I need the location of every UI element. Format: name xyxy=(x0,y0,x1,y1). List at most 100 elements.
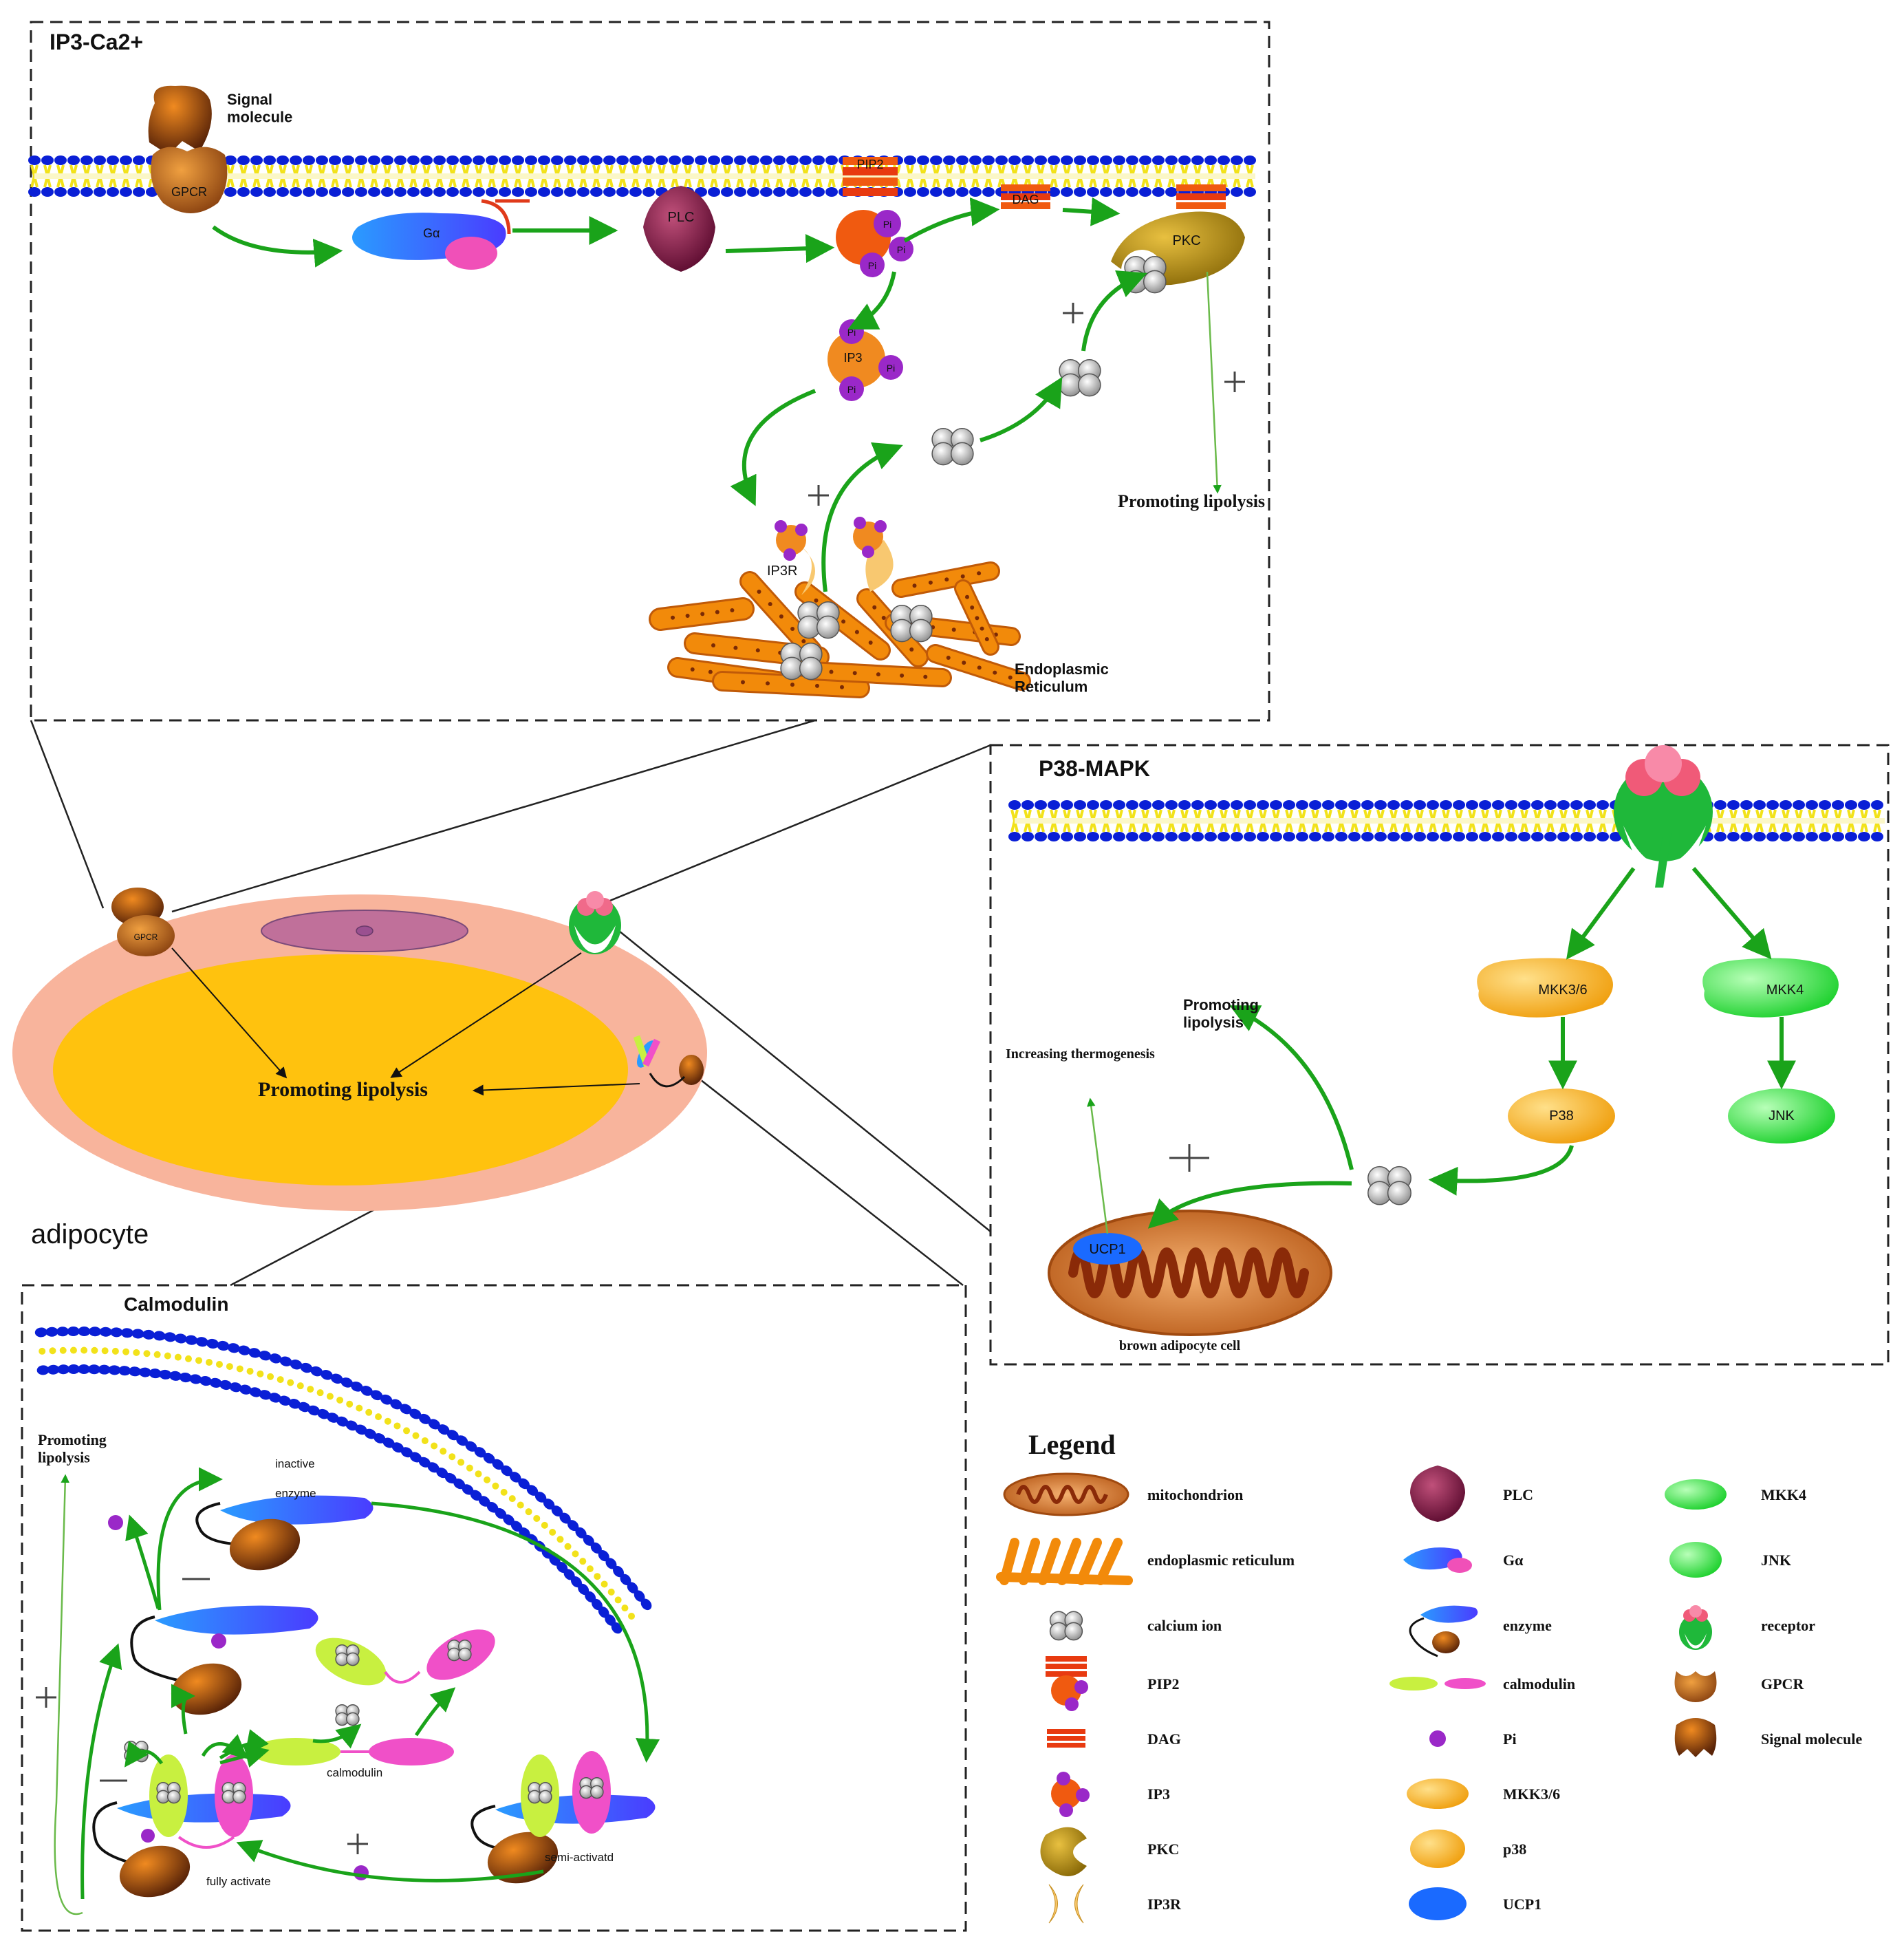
svg-text:Pi: Pi xyxy=(897,244,905,255)
legend-calmodulin-icon xyxy=(1389,1677,1486,1690)
legend-pip2-icon xyxy=(1046,1656,1088,1711)
ip3-promoting-lipolysis: Promoting lipolysis xyxy=(1118,491,1265,511)
cell-receptor-icon xyxy=(569,891,621,954)
svg-text:JNK: JNK xyxy=(1768,1108,1795,1124)
legend-mkk4-icon xyxy=(1665,1479,1727,1510)
signal-molecule-icon xyxy=(148,85,212,155)
legend-gpcr-label: GPCR xyxy=(1761,1675,1804,1693)
plasma-membrane-calmodulin xyxy=(34,1327,652,1634)
legend-mkk36-icon xyxy=(1407,1779,1469,1809)
increasing-thermogenesis-label: Increasing thermogenesis xyxy=(1006,1046,1155,1062)
svg-text:Pi: Pi xyxy=(847,384,856,395)
legend-pi-label: Pi xyxy=(1503,1730,1517,1748)
cell-enzyme-icon xyxy=(633,1035,704,1088)
legend-signal-label: Signal molecule xyxy=(1761,1730,1863,1748)
ip3-icon: Pi Pi Pi IP3 xyxy=(827,319,903,401)
svg-text:GPCR: GPCR xyxy=(134,932,158,942)
legend-p38-label: p38 xyxy=(1503,1840,1526,1858)
svg-text:PLC: PLC xyxy=(668,210,695,225)
legend-pkc-icon xyxy=(1040,1827,1087,1876)
legend-calmodulin-label: calmodulin xyxy=(1503,1675,1575,1693)
p38-panel-content: MKK3/6 MKK4 P38 JNK UCP1 brown adipocyte… xyxy=(1006,745,1839,1353)
legend-mkk4-label: MKK4 xyxy=(1761,1486,1806,1503)
svg-text:IP3: IP3 xyxy=(843,351,862,365)
plasma-membrane-p38 xyxy=(1008,800,1885,841)
legend-er-icon xyxy=(996,1538,1133,1585)
calmodulin-promoting-lipolysis: Promoting lipolysis xyxy=(38,1431,110,1466)
galpha-icon: Gα xyxy=(352,213,506,270)
legend-plc-icon xyxy=(1410,1466,1465,1522)
svg-text:MKK4: MKK4 xyxy=(1766,983,1804,998)
dag-icon: DAG xyxy=(1001,184,1050,209)
calmodulin-panel-content: inactive enzyme calmodulin semi-activatd… xyxy=(36,1431,660,1915)
mkk4-icon: MKK4 xyxy=(1702,958,1839,1018)
gpcr-icon: GPCR xyxy=(151,147,228,213)
legend-plc-label: PLC xyxy=(1503,1486,1533,1503)
legend-galpha-icon xyxy=(1403,1547,1472,1573)
legend-pip2-label: PIP2 xyxy=(1147,1675,1179,1693)
p38-icon: P38 xyxy=(1508,1088,1615,1144)
svg-text:DAG: DAG xyxy=(1012,193,1039,206)
calmodulin-labels: inactive enzyme calmodulin semi-activatd… xyxy=(206,1457,614,1888)
calmodulin-panel: Calmodulin xyxy=(21,1284,967,1932)
ip3-panel-title: IP3-Ca2+ xyxy=(50,30,143,54)
p38-mapk-panel: P38-MAPK xyxy=(989,744,1890,1366)
legend-ucp1-icon xyxy=(1409,1887,1467,1920)
ip3-ca-panel: IP3-Ca2+ xyxy=(30,21,1270,722)
svg-text:PIP2: PIP2 xyxy=(856,158,883,171)
legend-pi-icon xyxy=(1429,1730,1446,1747)
legend-calcium-icon xyxy=(1049,1611,1083,1641)
svg-text:PKC: PKC xyxy=(1172,233,1200,248)
legend-jnk-label: JNK xyxy=(1761,1552,1791,1569)
legend-dag-label: DAG xyxy=(1147,1730,1181,1748)
svg-text:enzyme: enzyme xyxy=(275,1487,316,1500)
legend-er-label: endoplasmic reticulum xyxy=(1147,1552,1295,1569)
p38-panel-title: P38-MAPK xyxy=(1039,756,1150,781)
adipocyte-cell: GPCR Promoting lipolysis adipocyte xyxy=(12,888,707,1249)
svg-text:UCP1: UCP1 xyxy=(1089,1242,1125,1257)
svg-text:Pi: Pi xyxy=(883,219,891,230)
mkk36-icon: MKK3/6 xyxy=(1477,958,1613,1018)
svg-text:Pi: Pi xyxy=(847,327,856,338)
legend-jnk-icon xyxy=(1669,1542,1722,1578)
legend-ip3-label: IP3 xyxy=(1147,1785,1170,1803)
legend-mitochondrion-label: mitochondrion xyxy=(1147,1486,1243,1503)
svg-text:calmodulin: calmodulin xyxy=(327,1766,382,1779)
endoplasmic-reticulum-icon xyxy=(649,561,1031,698)
calmodulin-panel-title: Calmodulin xyxy=(124,1293,228,1315)
legend-ip3r-icon xyxy=(1048,1884,1084,1924)
adipocyte-label: adipocyte xyxy=(31,1219,149,1249)
svg-text:GPCR: GPCR xyxy=(171,185,207,199)
ip3r-icon: IP3R xyxy=(767,517,894,595)
svg-text:inactive: inactive xyxy=(275,1457,315,1470)
legend-ucp1-label: UCP1 xyxy=(1503,1896,1541,1913)
minus-signs xyxy=(100,1578,210,1782)
legend-ip3-icon xyxy=(1051,1772,1090,1817)
legend-mitochondrion-icon xyxy=(1003,1472,1129,1516)
svg-text:IP3R: IP3R xyxy=(767,563,797,579)
legend-receptor-label: receptor xyxy=(1761,1617,1815,1634)
legend-ip3r-label: IP3R xyxy=(1147,1896,1182,1913)
calcium-ions-p38 xyxy=(1367,1166,1411,1205)
legend-galpha-label: Gα xyxy=(1503,1552,1524,1569)
legend-p38-icon xyxy=(1410,1829,1465,1868)
svg-text:MKK3/6: MKK3/6 xyxy=(1538,983,1587,998)
svg-text:Pi: Pi xyxy=(868,260,876,271)
mitochondrion-icon: UCP1 xyxy=(1048,1210,1332,1336)
svg-text:semi-activatd: semi-activatd xyxy=(545,1851,614,1864)
legend-calcium-label: calcium ion xyxy=(1147,1617,1222,1634)
cell-promoting-lipolysis: Promoting lipolysis xyxy=(258,1078,428,1101)
receptor-icon xyxy=(1614,745,1713,891)
plus-signs-ip3 xyxy=(808,303,1245,506)
pip2-icon: PIP2 Pi Pi Pi xyxy=(836,157,913,277)
legend-receptor-icon xyxy=(1679,1605,1712,1650)
legend-enzyme-label: enzyme xyxy=(1503,1617,1552,1634)
legend-dag-icon xyxy=(1047,1729,1085,1748)
ip3-panel-content: Signal molecule GPCR Gα PLC PIP2 Pi Pi xyxy=(148,85,1265,698)
svg-text:fully activate: fully activate xyxy=(206,1875,271,1888)
legend-signal-icon xyxy=(1674,1718,1717,1757)
svg-text:P38: P38 xyxy=(1549,1108,1574,1124)
jnk-icon: JNK xyxy=(1728,1088,1835,1144)
